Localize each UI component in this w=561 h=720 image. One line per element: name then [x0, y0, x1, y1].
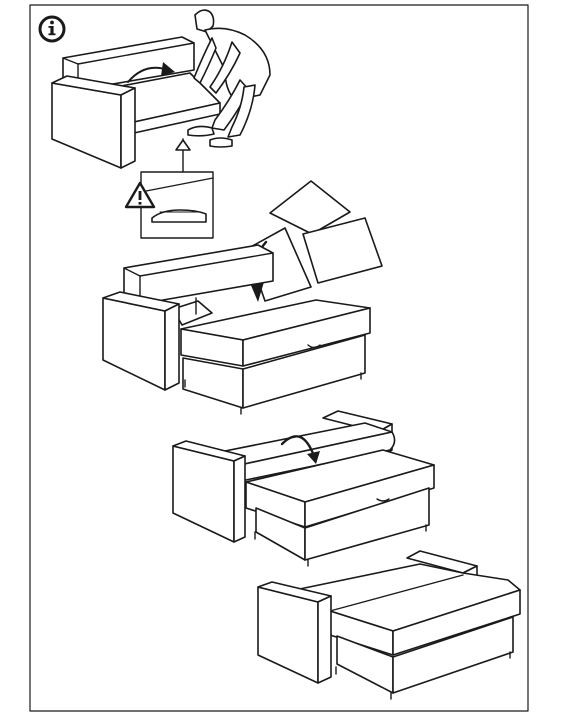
step-1-illustration	[51, 9, 271, 239]
step-2-illustration	[102, 180, 383, 415]
step-4-illustration	[257, 550, 521, 700]
person-figure	[187, 9, 271, 148]
rotate-down-arrow-icon	[280, 435, 320, 464]
info-icon	[38, 15, 66, 43]
step-3-illustration	[172, 410, 435, 567]
rotate-arrow-icon	[127, 62, 175, 83]
page-frame	[29, 4, 529, 712]
warning-triangle-icon	[124, 181, 156, 209]
